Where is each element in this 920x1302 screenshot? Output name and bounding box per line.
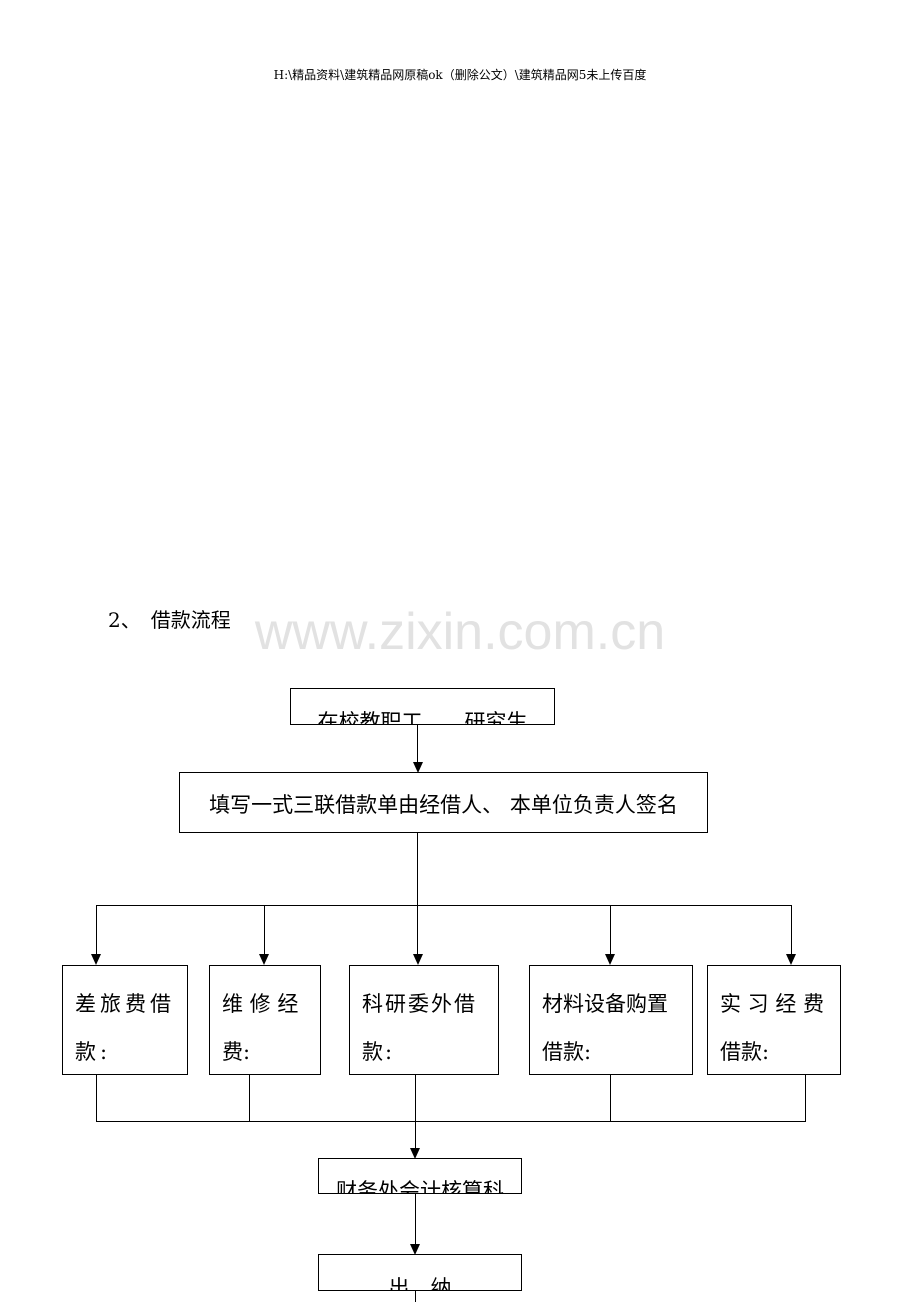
repair-fee-box: 维 修 经费: xyxy=(209,965,321,1075)
fill-form-label: 填写一式三联借款单由经借人、 本单位负责人签名 xyxy=(209,793,678,817)
travel-loan-box: 差旅费借款: xyxy=(62,965,188,1075)
fill-form-box: 填写一式三联借款单由经借人、 本单位负责人签名 xyxy=(179,772,708,833)
file-path-header: H:\精品资料\建筑精品网原稿ok（删除公文）\建筑精品网5未上传百度 xyxy=(273,68,647,82)
cashier-label: 出 纳 xyxy=(388,1276,452,1291)
research-outsourcing-box: 科研委外借款: xyxy=(349,965,499,1075)
cashier-box: 出 纳 xyxy=(318,1254,522,1291)
accounting-office-box: 财务处会计核算科 xyxy=(318,1158,522,1194)
start-box: 在校教职工 研究生 xyxy=(290,688,555,725)
section-heading: 2、 借款流程 xyxy=(108,608,231,632)
watermark: www.zixin.com.cn xyxy=(254,603,666,661)
equipment-purchase-box: 材料设备购置借款: xyxy=(529,965,693,1075)
internship-fee-box: 实 习 经 费借款: xyxy=(707,965,841,1075)
accounting-label: 财务处会计核算科 xyxy=(336,1179,504,1194)
start-label: 在校教职工 研究生 xyxy=(317,710,528,725)
